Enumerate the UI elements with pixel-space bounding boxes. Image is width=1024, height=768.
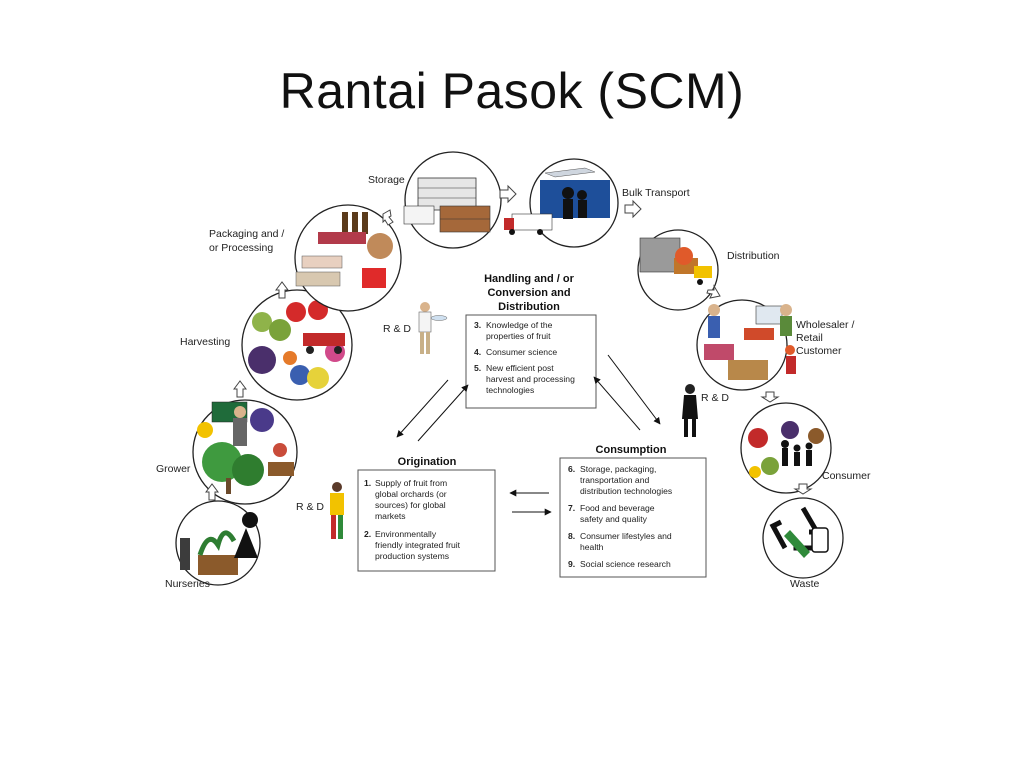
- svg-text:5.: 5.: [474, 363, 481, 373]
- svg-text:safety and quality: safety and quality: [580, 514, 648, 524]
- flow-chevron-icon: [624, 199, 642, 219]
- svg-text:New efficient post: New efficient post: [486, 363, 554, 373]
- arrow-icon: [607, 354, 661, 425]
- svg-text:Consumer lifestyles and: Consumer lifestyles and: [580, 531, 672, 541]
- consumption-box: Consumption 6. Storage, packaging, trans…: [559, 444, 707, 578]
- label-nurseries: Nurseries: [165, 578, 210, 590]
- rd-figure-top: [418, 302, 448, 354]
- svg-text:6.: 6.: [568, 464, 575, 474]
- svg-text:Food and beverage: Food and beverage: [580, 503, 655, 513]
- arrow-icon: [417, 384, 469, 442]
- handling-box: Handling and / or Conversion and Distrib…: [465, 273, 597, 409]
- svg-text:friendly integrated fruit: friendly integrated fruit: [375, 540, 461, 550]
- label-rd-top: R & D: [383, 323, 411, 335]
- flow-chevron-icon: [499, 184, 517, 204]
- svg-text:Social science research: Social science research: [580, 559, 671, 569]
- rd-figure-right: [682, 384, 698, 437]
- consumption-heading: Consumption: [596, 444, 667, 456]
- bulk-transport-illustration: [504, 158, 619, 248]
- flow-chevron-icon: [233, 380, 247, 398]
- svg-text:Storage, packaging,: Storage, packaging,: [580, 464, 656, 474]
- label-consumer: Consumer: [822, 470, 871, 482]
- rd-figure-left: [330, 482, 344, 539]
- svg-text:harvest and processing: harvest and processing: [486, 374, 575, 384]
- svg-text:production systems: production systems: [375, 551, 449, 561]
- label-rd-right: R & D: [701, 392, 729, 404]
- svg-text:4.: 4.: [474, 347, 481, 357]
- label-packaging-line1: Packaging and /: [209, 228, 284, 240]
- svg-text:properties of fruit: properties of fruit: [486, 331, 551, 341]
- label-waste: Waste: [790, 578, 820, 590]
- storage-illustration: [403, 151, 502, 249]
- flow-chevron-icon: [760, 391, 780, 403]
- svg-text:9.: 9.: [568, 559, 575, 569]
- flow-chevron-icon: [382, 209, 394, 226]
- svg-text:2.: 2.: [364, 529, 371, 539]
- svg-text:Supply of fruit from: Supply of fruit from: [375, 478, 447, 488]
- svg-text:markets: markets: [375, 511, 406, 521]
- svg-text:Environmentally: Environmentally: [375, 529, 437, 539]
- harvesting-illustration: [241, 289, 353, 401]
- svg-text:sources) for global: sources) for global: [375, 500, 446, 510]
- svg-text:transportation and: transportation and: [580, 475, 649, 485]
- arrow-icon: [396, 379, 449, 438]
- origination-box: Origination 1. Supply of fruit from glob…: [357, 456, 496, 572]
- label-storage: Storage: [368, 174, 405, 186]
- svg-text:7.: 7.: [568, 503, 575, 513]
- flow-chevron-icon: [706, 284, 721, 299]
- flow-chevrons: [205, 184, 813, 501]
- svg-text:global orchards (or: global orchards (or: [375, 489, 447, 499]
- label-rd-left: R & D: [296, 501, 324, 513]
- label-distribution: Distribution: [727, 250, 780, 262]
- svg-text:3.: 3.: [474, 320, 481, 330]
- waste-illustration: [762, 497, 844, 579]
- svg-text:1.: 1.: [364, 478, 371, 488]
- handling-heading-line2: Conversion and: [487, 287, 570, 299]
- flow-chevron-icon: [205, 483, 219, 501]
- label-harvesting: Harvesting: [180, 336, 230, 348]
- svg-text:8.: 8.: [568, 531, 575, 541]
- grower-illustration: [192, 399, 298, 505]
- distribution-illustration: [637, 229, 719, 311]
- packaging-illustration: [294, 204, 402, 312]
- label-bulk-transport: Bulk Transport: [622, 187, 690, 199]
- nurseries-illustration: [175, 500, 261, 586]
- arrow-icon: [593, 376, 641, 431]
- svg-text:Knowledge of the: Knowledge of the: [486, 320, 553, 330]
- svg-text:Consumer science: Consumer science: [486, 347, 557, 357]
- label-grower: Grower: [156, 463, 191, 475]
- svg-text:technologies: technologies: [486, 385, 534, 395]
- label-wholesaler-line1: Wholesaler /: [796, 319, 854, 331]
- svg-text:health: health: [580, 542, 604, 552]
- slide-title: Rantai Pasok (SCM): [279, 63, 745, 119]
- svg-text:distribution technologies: distribution technologies: [580, 486, 672, 496]
- flow-chevron-icon: [793, 483, 813, 495]
- origination-heading: Origination: [398, 456, 457, 468]
- label-wholesaler-line3: Customer: [796, 345, 842, 357]
- handling-heading-line3: Distribution: [498, 301, 560, 313]
- consumer-illustration: [740, 402, 832, 494]
- label-packaging-line2: or Processing: [209, 242, 273, 254]
- wholesaler-illustration: [696, 299, 796, 391]
- flow-chevron-icon: [275, 281, 289, 299]
- box-connector-arrows: [396, 354, 661, 516]
- label-wholesaler-line2: Retail: [796, 332, 823, 344]
- handling-heading-line1: Handling and / or: [484, 273, 575, 285]
